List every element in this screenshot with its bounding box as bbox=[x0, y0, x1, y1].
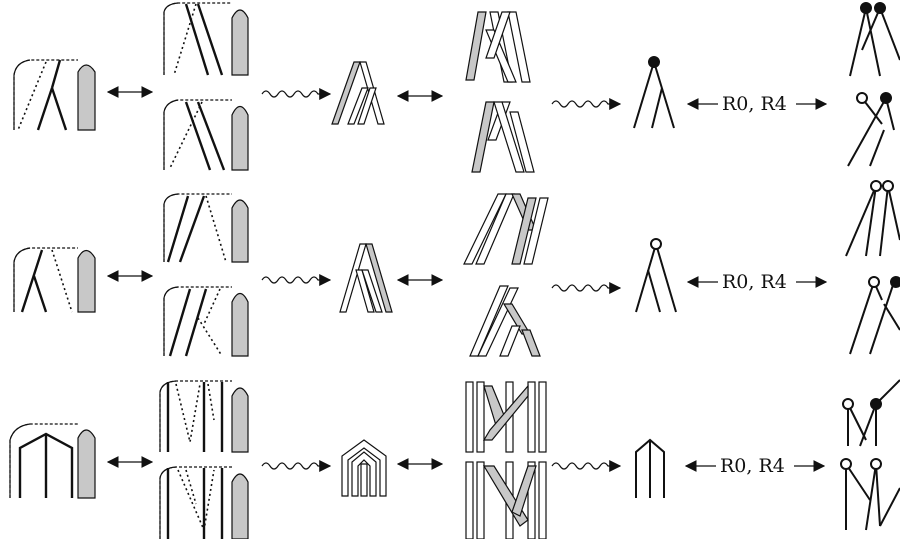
row3-move-label: R0, R4 bbox=[720, 455, 785, 477]
row1-band-top bbox=[465, 11, 531, 83]
row3-band-bottom bbox=[465, 461, 547, 539]
row-1 bbox=[13, 2, 900, 173]
wavy-arrow bbox=[261, 460, 332, 472]
row-2 bbox=[13, 180, 900, 357]
row2-diagram-bottom bbox=[163, 286, 249, 357]
row1-tree-filled-dot bbox=[633, 56, 675, 129]
row2-result-top bbox=[845, 180, 900, 257]
row3-result-top bbox=[842, 379, 900, 447]
row2-band-top bbox=[463, 193, 549, 265]
row2-surface-diagram bbox=[13, 247, 96, 313]
row1-result-bottom bbox=[847, 92, 895, 167]
row3-result-bottom bbox=[840, 458, 900, 531]
row3-band-tree bbox=[341, 439, 387, 497]
row1-surface-diagram bbox=[13, 59, 96, 131]
row2-tree-open-dot bbox=[635, 238, 677, 313]
row1-band-tree bbox=[331, 61, 385, 125]
row1-diagram-bottom bbox=[163, 99, 249, 171]
row2-move-label: R0, R4 bbox=[722, 271, 787, 293]
row3-tree-plain bbox=[635, 438, 665, 498]
row1-move-label: R0, R4 bbox=[722, 93, 787, 115]
row-3 bbox=[9, 379, 900, 539]
wavy-arrow bbox=[551, 282, 622, 294]
row3-band-top bbox=[465, 381, 547, 453]
row2-result-bottom bbox=[849, 276, 900, 355]
row3-diagram-top bbox=[159, 380, 249, 453]
row1-band-bottom bbox=[471, 101, 535, 173]
wavy-arrow bbox=[551, 460, 622, 472]
row3-surface-diagram bbox=[9, 423, 96, 499]
wavy-arrow bbox=[261, 274, 332, 286]
row2-band-bottom bbox=[469, 285, 541, 357]
wavy-arrow bbox=[261, 88, 332, 100]
row1-diagram-top bbox=[163, 2, 249, 76]
wavy-arrow bbox=[551, 98, 622, 110]
row1-result-top bbox=[849, 2, 900, 77]
row2-band-tree bbox=[339, 243, 393, 313]
row2-diagram-top bbox=[163, 193, 249, 263]
row3-diagram-bottom bbox=[159, 466, 249, 539]
